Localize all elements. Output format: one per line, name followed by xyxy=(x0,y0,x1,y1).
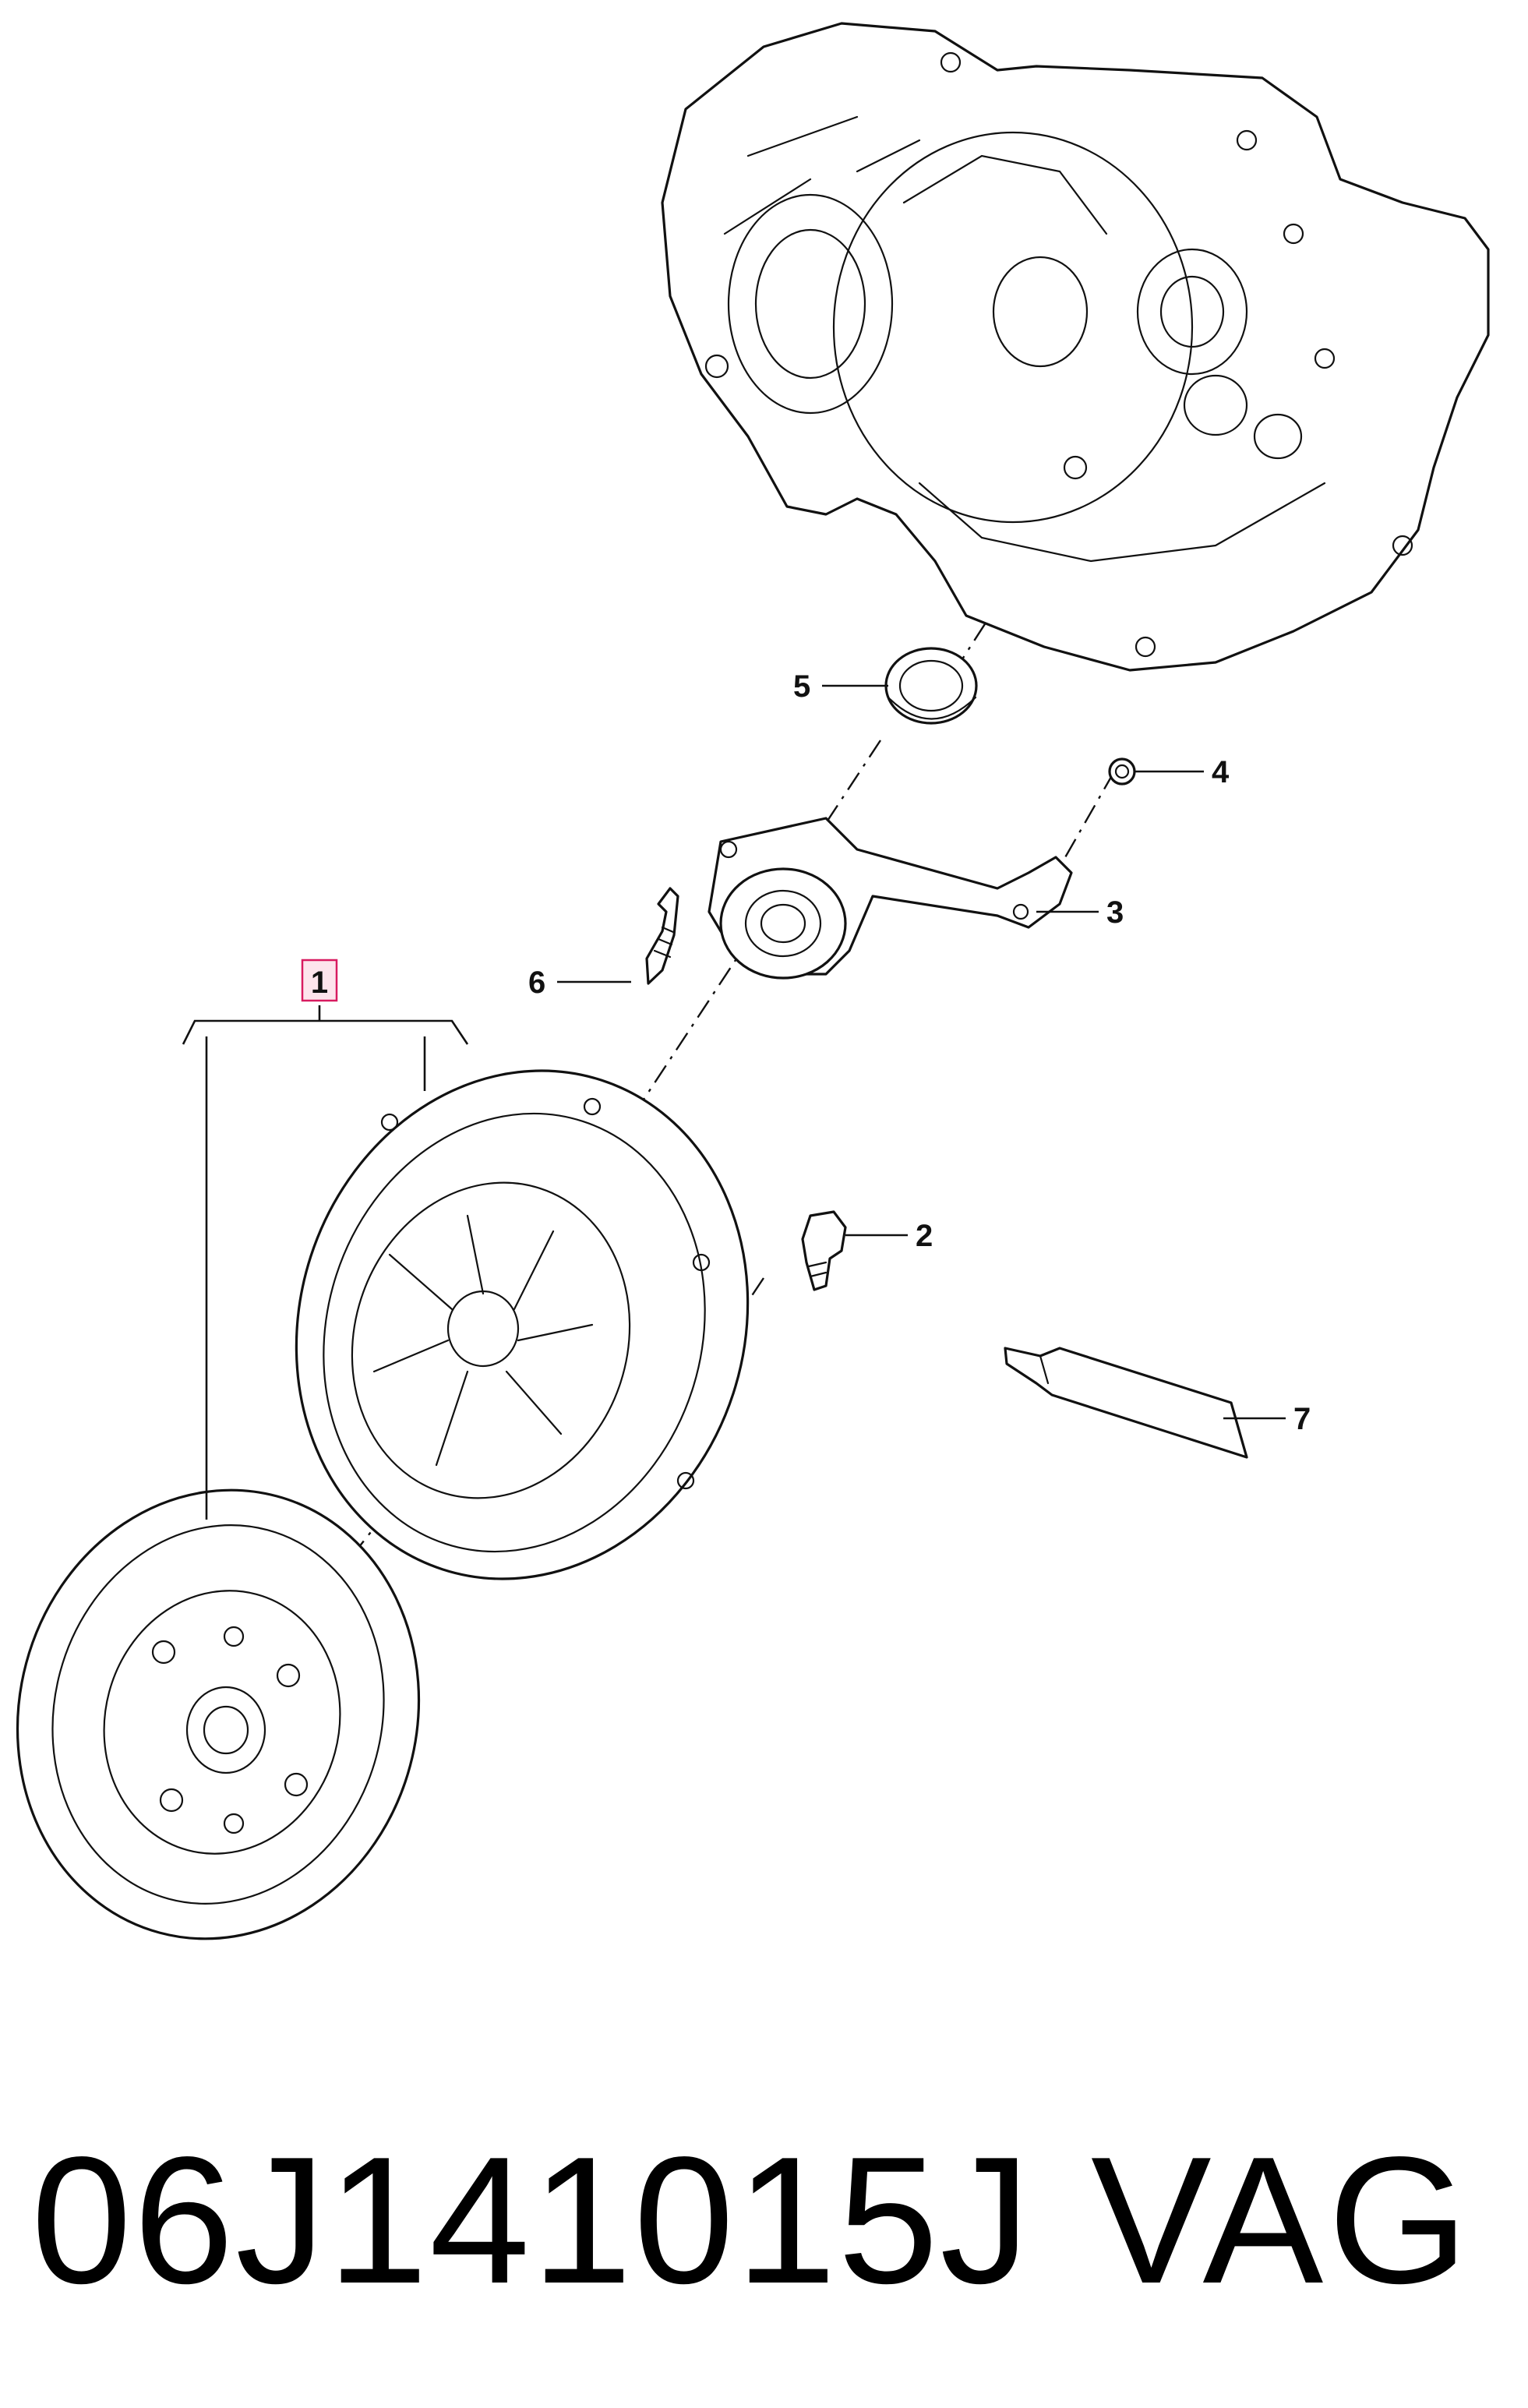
part-5-seal-ring xyxy=(884,647,978,725)
callout-3-label: 3 xyxy=(1106,895,1124,930)
product-footer: 06J141015J VAG xyxy=(0,2104,1528,2338)
callout-5-label: 5 xyxy=(793,669,810,704)
callout-1-label: 1 xyxy=(311,966,328,1000)
exploded-clutch-diagram: 1 2 3 4 5 6 7 xyxy=(16,22,1490,1940)
callout-2-label: 2 xyxy=(916,1219,933,1253)
part-3-slave-cylinder xyxy=(708,817,1073,980)
part-4-o-ring xyxy=(1108,757,1136,786)
part-6-bolt xyxy=(645,887,679,985)
brand-name: VAG xyxy=(1091,2120,1473,2321)
callout-6-label: 6 xyxy=(528,966,545,1000)
part-2-bolt xyxy=(801,1210,847,1291)
clutch-disc xyxy=(16,1488,421,1940)
part-7-grease-tube xyxy=(1004,1347,1248,1459)
callout-4-label: 4 xyxy=(1212,755,1230,789)
leader-lines xyxy=(557,684,1286,1420)
callout-labels: 1 2 3 4 5 6 7 xyxy=(301,669,1311,1436)
callout-7-label: 7 xyxy=(1293,1402,1311,1436)
transmission-housing xyxy=(661,22,1490,672)
callout-1-bracket xyxy=(182,1005,469,1520)
part-number: 06J141015J xyxy=(31,2120,1032,2321)
callout-1-highlight-box xyxy=(301,959,338,1002)
clutch-pressure-plate xyxy=(295,1069,750,1580)
